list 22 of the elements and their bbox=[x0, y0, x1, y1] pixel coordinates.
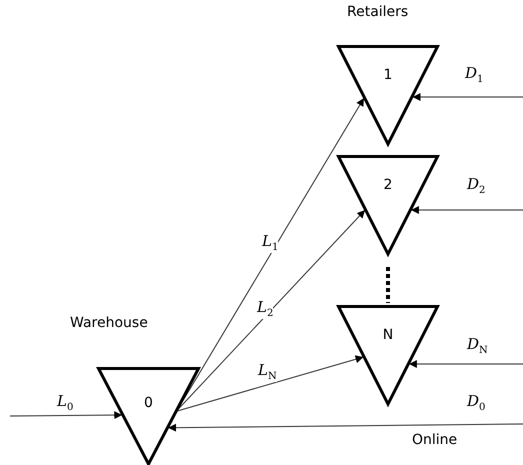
arrow bbox=[408, 360, 523, 368]
edge-label: D$_{0}$ bbox=[467, 393, 486, 413]
arrow bbox=[412, 93, 523, 101]
arrow bbox=[10, 411, 123, 420]
node-number: 2 bbox=[382, 177, 394, 193]
edge-label: L$_{1}$ bbox=[262, 233, 278, 253]
node-number: N bbox=[382, 327, 394, 343]
arrow bbox=[168, 424, 523, 432]
node-number: 1 bbox=[382, 67, 394, 83]
arrow bbox=[176, 355, 364, 412]
arrow bbox=[410, 206, 523, 214]
dotted-line bbox=[386, 267, 390, 303]
edge-label: D$_{2}$ bbox=[467, 176, 486, 196]
edge-label: D$_{N}$ bbox=[467, 336, 488, 356]
group-label: Retailers bbox=[347, 4, 408, 20]
edge-label: L$_{2}$ bbox=[257, 299, 274, 319]
edge-label: L$_{0}$ bbox=[57, 393, 74, 413]
node-number: 0 bbox=[143, 395, 154, 411]
node-heading: Warehouse bbox=[70, 315, 148, 331]
edge-label: L$_{N}$ bbox=[258, 362, 277, 382]
group-label: Online bbox=[412, 432, 458, 448]
edge-label: D$_{1}$ bbox=[465, 65, 484, 85]
